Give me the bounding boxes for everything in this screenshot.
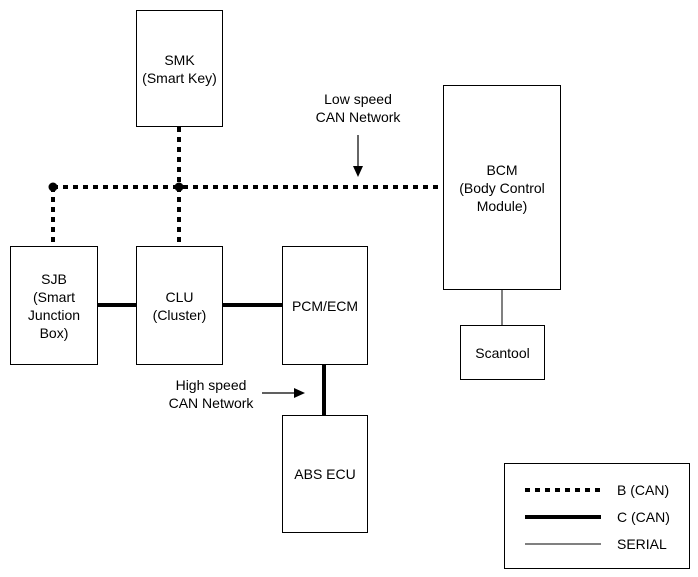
bcm-title: BCM xyxy=(486,161,518,178)
bus-junction-left xyxy=(48,182,58,192)
high-speed-label-line1: High speed xyxy=(175,377,247,393)
smk-subtitle: (Smart Key) xyxy=(142,69,217,86)
pcm-ecm-module: PCM/ECM xyxy=(282,246,368,365)
smk-title: SMK xyxy=(164,51,195,68)
bus-junction-center xyxy=(174,182,184,192)
sjb-subtitle-1: (Smart xyxy=(33,288,75,305)
legend-swatches xyxy=(525,488,601,545)
clu-module: CLU (Cluster) xyxy=(136,246,223,365)
bcm-module: BCM (Body Control Module) xyxy=(443,85,561,290)
bcm-subtitle-1: (Body Control xyxy=(459,179,545,196)
legend-serial-label: SERIAL xyxy=(617,536,667,552)
legend: B (CAN) C (CAN) SERIAL xyxy=(504,463,690,569)
sjb-subtitle-2: Junction xyxy=(27,306,81,323)
bcm-subtitle-2: Module) xyxy=(476,197,528,214)
abs-ecu-title: ABS ECU xyxy=(294,466,356,482)
high-speed-can-label: High speed CAN Network xyxy=(152,376,270,412)
high-speed-label-line2: CAN Network xyxy=(168,395,254,411)
clu-title: CLU xyxy=(165,288,194,305)
pcm-ecm-title: PCM/ECM xyxy=(291,297,359,314)
low-speed-arrow-head xyxy=(353,166,363,177)
sjb-subtitle-3: Box) xyxy=(39,324,69,341)
scantool-module: Scantool xyxy=(460,325,545,380)
scantool-title: Scantool xyxy=(475,344,530,361)
legend-b-can-label: B (CAN) xyxy=(617,482,670,498)
clu-subtitle: (Cluster) xyxy=(152,306,207,323)
abs-ecu-module: ABS ECU xyxy=(282,415,368,533)
high-speed-arrow-head xyxy=(294,388,305,398)
legend-c-can-label: C (CAN) xyxy=(617,509,670,525)
sjb-title: SJB xyxy=(41,270,67,287)
low-speed-label-line2: CAN Network xyxy=(315,109,401,125)
low-speed-can-label: Low speed CAN Network xyxy=(300,90,416,126)
sjb-module: SJB (Smart Junction Box) xyxy=(10,246,98,365)
smk-module: SMK (Smart Key) xyxy=(136,10,223,127)
low-speed-label-line1: Low speed xyxy=(324,91,392,107)
